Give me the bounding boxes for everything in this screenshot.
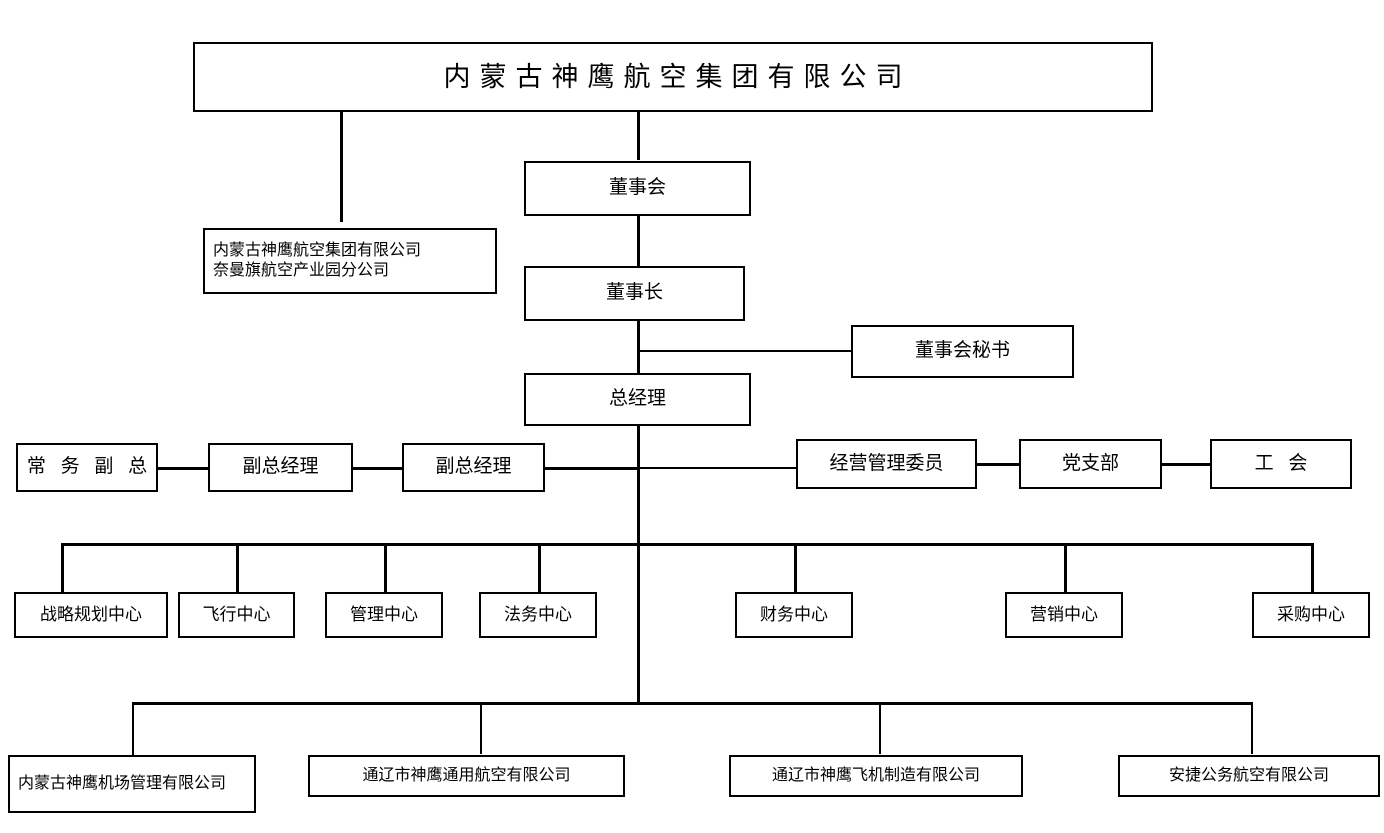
node-board-secretary[interactable]: 董事会秘书 (851, 325, 1074, 378)
node-labor-union[interactable]: 工 会 (1210, 439, 1352, 489)
node-department-management-center-label: 管理中心 (350, 605, 418, 625)
node-department-legal-center-label: 法务中心 (504, 605, 572, 625)
node-branch-company-label: 内蒙古神鹰航空集团有限公司 奈曼旗航空产业园分公司 (213, 241, 422, 279)
node-management-committee[interactable]: 经营管理委员 (796, 439, 977, 489)
node-party-branch[interactable]: 党支部 (1019, 439, 1162, 489)
node-department-finance-center-label: 财务中心 (760, 605, 828, 625)
node-subsidiary-aircraft-manufacturing[interactable]: 通辽市神鹰飞机制造有限公司 (729, 755, 1023, 797)
node-vice-general-manager-1[interactable]: 副总经理 (208, 443, 353, 492)
drop-dept-6 (1064, 543, 1067, 593)
node-department-strategic-planning-center[interactable]: 战略规划中心 (14, 592, 168, 638)
node-department-flight-center-label: 飞行中心 (202, 605, 271, 625)
node-board-secretary-label: 董事会秘书 (914, 340, 1010, 362)
connector-exec-1-2 (157, 467, 209, 470)
drop-sub-2 (480, 702, 482, 754)
node-subsidiary-general-aviation[interactable]: 通辽市神鹰通用航空有限公司 (308, 755, 625, 797)
node-management-committee-label: 经营管理委员 (829, 452, 944, 474)
node-executive-vice-president-label: 常 务 副 总 (26, 456, 153, 478)
drop-dept-3 (384, 543, 387, 593)
node-root-company[interactable]: 内蒙古神鹰航空集团有限公司 (193, 42, 1153, 112)
subsidiary-bus-line (132, 702, 1253, 705)
drop-sub-1 (132, 702, 134, 756)
node-vice-general-manager-2-label: 副总经理 (435, 456, 512, 478)
node-department-legal-center[interactable]: 法务中心 (479, 592, 597, 638)
node-department-marketing-center[interactable]: 营销中心 (1005, 592, 1123, 638)
connector-trunk-to-management-committee (640, 467, 797, 469)
drop-dept-4 (538, 543, 541, 593)
node-general-manager-label: 总经理 (608, 388, 666, 410)
drop-dept-5 (794, 543, 797, 593)
drop-sub-3 (879, 702, 881, 754)
node-vice-general-manager-1-label: 副总经理 (242, 456, 319, 478)
node-department-procurement-center[interactable]: 采购中心 (1252, 592, 1370, 638)
drop-dept-7 (1311, 543, 1314, 593)
node-branch-company[interactable]: 内蒙古神鹰航空集团有限公司 奈曼旗航空产业园分公司 (203, 228, 497, 294)
node-department-finance-center[interactable]: 财务中心 (735, 592, 853, 638)
node-subsidiary-airport-management-label: 内蒙古神鹰机场管理有限公司 (18, 774, 227, 792)
node-root-company-label: 内蒙古神鹰航空集团有限公司 (443, 61, 912, 92)
node-department-procurement-center-label: 采购中心 (1277, 605, 1345, 625)
node-party-branch-label: 党支部 (1061, 452, 1119, 474)
node-subsidiary-general-aviation-label: 通辽市神鹰通用航空有限公司 (362, 766, 571, 784)
node-department-management-center[interactable]: 管理中心 (325, 592, 443, 638)
node-department-strategic-planning-center-label: 战略规划中心 (40, 605, 142, 625)
node-subsidiary-anjie-business-aviation[interactable]: 安捷公务航空有限公司 (1118, 755, 1380, 797)
node-chairman[interactable]: 董事长 (524, 266, 745, 321)
connector-gm-trunk (637, 426, 640, 545)
drop-dept-1 (61, 543, 64, 593)
connector-exec-5-6 (1161, 463, 1211, 466)
node-chairman-label: 董事长 (605, 282, 663, 304)
connector-exec-2-3 (352, 467, 403, 470)
node-executive-vice-president[interactable]: 常 务 副 总 (16, 443, 158, 492)
connector-board-to-chairman (637, 215, 640, 267)
node-board-of-directors[interactable]: 董事会 (524, 161, 751, 216)
connector-chairman-to-gm (637, 320, 640, 373)
connector-root-to-branch (340, 110, 343, 222)
drop-sub-4 (1251, 702, 1253, 754)
connector-exec-4-5 (976, 463, 1020, 466)
node-department-marketing-center-label: 营销中心 (1030, 605, 1098, 625)
connector-root-to-board (637, 110, 640, 160)
drop-dept-2 (236, 543, 239, 593)
connector-trunk-to-left-execs (543, 467, 640, 470)
node-subsidiary-airport-management[interactable]: 内蒙古神鹰机场管理有限公司 (8, 755, 256, 813)
node-vice-general-manager-2[interactable]: 副总经理 (402, 443, 545, 492)
node-subsidiary-anjie-business-aviation-label: 安捷公务航空有限公司 (1168, 766, 1329, 784)
node-labor-union-label: 工 会 (1254, 452, 1313, 474)
node-department-flight-center[interactable]: 飞行中心 (178, 592, 295, 638)
node-board-of-directors-label: 董事会 (608, 177, 666, 199)
connector-trunk-to-subsidiary-bus (637, 543, 640, 703)
node-subsidiary-aircraft-manufacturing-label: 通辽市神鹰飞机制造有限公司 (771, 766, 980, 784)
connector-chairman-to-secretary (640, 350, 852, 352)
node-general-manager[interactable]: 总经理 (524, 373, 751, 426)
department-bus-line (61, 543, 1314, 546)
